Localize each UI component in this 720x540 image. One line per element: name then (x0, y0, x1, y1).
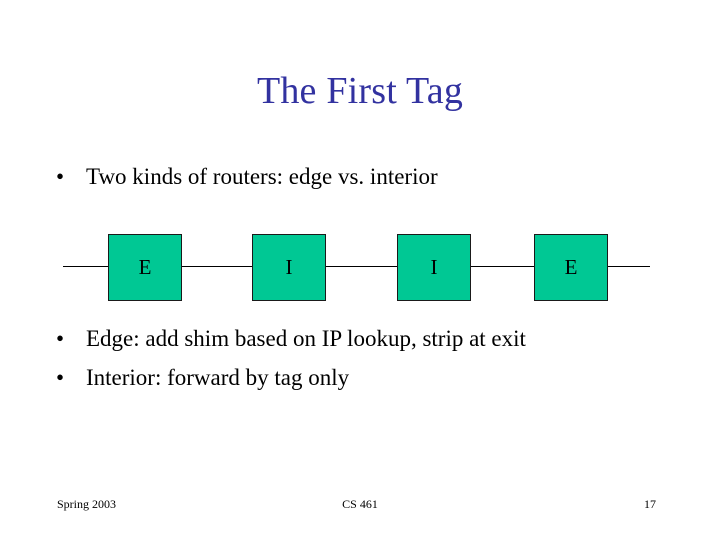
wire-ingress (63, 266, 109, 267)
wire-link-3-4 (471, 266, 534, 267)
bullet-marker-icon: • (56, 164, 65, 189)
router-node-2-label: I (285, 255, 293, 279)
bullet-text-0: Two kinds of routers: edge vs. interior (86, 164, 438, 189)
bullet-text-1: Edge: add shim based on IP lookup, strip… (86, 326, 526, 351)
router-node-2: I (252, 234, 326, 301)
router-node-4-label: E (564, 255, 578, 279)
bullet-marker-icon: • (56, 326, 65, 351)
bullet-marker-icon: • (56, 365, 65, 390)
footer-term: Spring 2003 (57, 497, 117, 511)
bullet-item-1: • Edge: add shim based on IP lookup, str… (56, 325, 526, 353)
router-node-3: I (397, 234, 471, 301)
footer-page-number: 17 (644, 497, 656, 511)
router-node-1-label: E (138, 255, 152, 279)
wire-link-1-2 (181, 266, 252, 267)
router-node-1: E (108, 234, 182, 301)
wire-egress (607, 266, 650, 267)
router-node-4: E (534, 234, 608, 301)
bullet-item-2: • Interior: forward by tag only (56, 364, 349, 392)
page-title: The First Tag (256, 70, 464, 112)
wire-link-2-3 (326, 266, 397, 267)
bullet-text-2: Interior: forward by tag only (86, 365, 350, 390)
router-node-3-label: I (430, 255, 438, 279)
footer-course: CS 461 (342, 497, 378, 511)
bullet-item-0: • Two kinds of routers: edge vs. interio… (56, 163, 438, 191)
